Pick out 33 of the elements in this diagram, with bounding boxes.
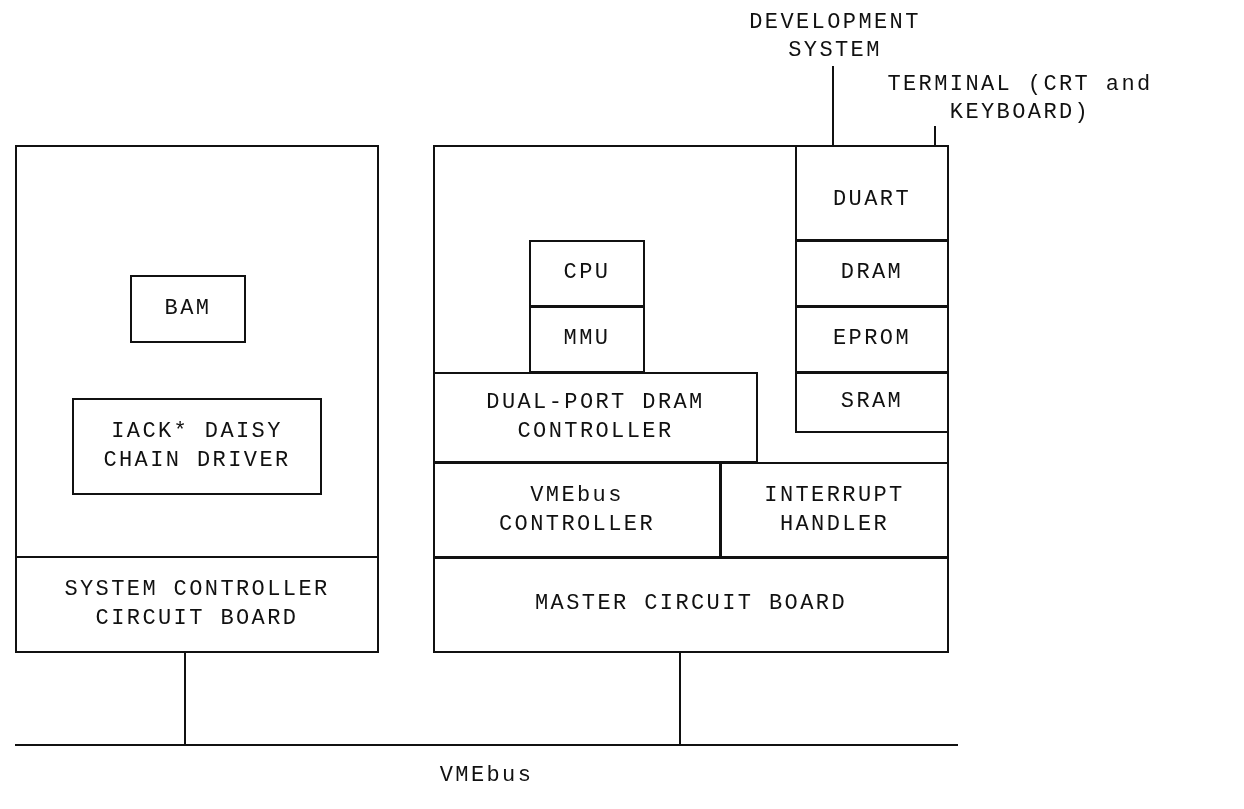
module-label: EPROM (833, 325, 911, 354)
module-box (795, 145, 949, 241)
board-label: SYSTEM CONTROLLER CIRCUIT BOARD (63, 575, 331, 633)
board-label: MASTER CIRCUIT BOARD (534, 590, 847, 619)
connector-line (934, 125, 936, 146)
circuit-board (15, 145, 379, 653)
module-box (795, 240, 949, 307)
circuit-board (433, 145, 949, 653)
module-box (720, 462, 949, 559)
module-label: DUAL-PORT DRAM CONTROLLER (485, 388, 706, 446)
module-label: SRAM (840, 388, 904, 417)
module-label: BAM (164, 294, 212, 323)
module-box (795, 372, 949, 433)
module-label: VMEbus CONTROLLER (498, 481, 656, 539)
module-label: INTERRUPT HANDLER (763, 481, 906, 539)
system-label: TERMINAL (CRT and KEYBOARD) (886, 70, 1154, 128)
module-label: CPU (563, 259, 611, 288)
module-box (130, 275, 246, 343)
connector-line (679, 652, 681, 745)
connector-line (832, 65, 834, 146)
module-label: IACK* DAISY CHAIN DRIVER (102, 417, 292, 475)
module-box (72, 398, 322, 495)
system-label: DEVELOPMENT SYSTEM (748, 8, 922, 66)
module-box (795, 306, 949, 373)
module-box (433, 372, 758, 463)
bus-label: VMEbus (439, 762, 534, 790)
module-box (433, 462, 721, 559)
module-label: DRAM (840, 259, 904, 288)
module-label: MMU (563, 325, 611, 354)
module-box (529, 306, 645, 373)
module-box (529, 240, 645, 307)
module-label: DUART (833, 186, 911, 215)
connector-line (184, 652, 186, 745)
